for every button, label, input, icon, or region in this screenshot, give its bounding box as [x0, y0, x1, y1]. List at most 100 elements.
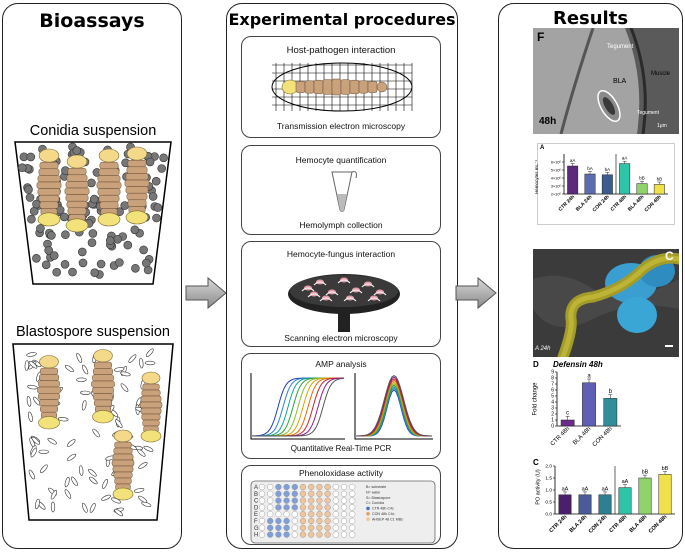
plate-well: [267, 504, 274, 511]
plate-well: [308, 490, 315, 497]
plate-well: [267, 483, 274, 491]
blastospore: [28, 360, 38, 369]
blastospore: [81, 400, 87, 411]
plate-well: [308, 517, 315, 525]
plate-well: [324, 517, 331, 525]
blastospore: [57, 417, 69, 422]
bar: [653, 184, 665, 195]
conidium: [49, 251, 59, 260]
plate-well: [275, 517, 282, 525]
hypha: [325, 291, 339, 296]
hypha: [313, 281, 327, 286]
plate-well: [299, 497, 307, 504]
blastospore: [133, 488, 145, 493]
blastospore: [27, 384, 38, 390]
plate-well: [324, 511, 331, 518]
blastospore: [26, 352, 37, 357]
blastospore: [38, 449, 50, 454]
data-label: bA: [587, 166, 593, 171]
plate-well: [340, 497, 348, 504]
conidium: [72, 146, 82, 155]
step-label-top: Host-pathogen interaction: [286, 45, 396, 56]
conidium: [68, 267, 77, 277]
bioassays-title: Bioassays: [39, 10, 145, 32]
plate-well: [267, 490, 274, 497]
data-label: aA: [622, 156, 628, 161]
melt-curve: [356, 384, 432, 437]
plate-well: [283, 490, 290, 497]
y-tick-label: 9: [551, 370, 554, 376]
bar: [658, 474, 672, 515]
conidium: [106, 236, 115, 245]
blastospore: [47, 437, 57, 445]
plate-well: [283, 483, 290, 491]
bar: [582, 382, 596, 427]
plate-well: [291, 497, 298, 504]
melt-curve: [355, 375, 433, 437]
larva-tail: [376, 81, 388, 93]
conidium: [59, 212, 69, 222]
plate-well: [332, 497, 339, 504]
y-tick-label: 2×10⁶: [551, 193, 562, 197]
y-tick-label: 3×10⁶: [551, 185, 562, 189]
plate-well: [275, 504, 282, 511]
plate-well: [283, 524, 290, 531]
blastospore: [35, 498, 40, 510]
plate-well: [324, 504, 331, 511]
y-tick-label: 2.0: [545, 464, 552, 470]
plate-row-label: C: [254, 499, 259, 505]
hypha: [349, 289, 363, 294]
plate-well: [332, 531, 339, 538]
data-label: aA: [622, 479, 629, 485]
y-tick-label: 4×10⁶: [551, 177, 562, 181]
plate-well: [258, 504, 266, 511]
plate-row-label: A: [254, 485, 258, 491]
blastospore: [128, 354, 137, 363]
blastospore: [138, 495, 148, 503]
plate-well: [316, 517, 323, 525]
plate-well: [258, 524, 266, 531]
hypha: [373, 291, 387, 296]
step-label-top: AMP analysis: [315, 359, 367, 369]
plate-well: [291, 524, 298, 531]
category-label: BLA 48h: [572, 426, 592, 446]
y-tick-label: 1.0: [545, 488, 552, 494]
bar: [618, 487, 632, 515]
conidium: [153, 203, 163, 212]
plate-legend-item: B= substrate: [366, 485, 386, 489]
conidium: [139, 245, 148, 255]
plate-well: [258, 483, 266, 491]
plate-well: [316, 497, 323, 504]
plate-well: [340, 504, 348, 511]
plate-well: [349, 531, 356, 538]
plate-legend-item: CON 48h C4c: [372, 512, 395, 516]
larva-segment: [340, 79, 351, 95]
plate-well: [316, 504, 323, 511]
plate-well: [316, 511, 323, 518]
plate-well: [291, 511, 298, 518]
larva-head: [281, 79, 299, 95]
larva-segment: [295, 81, 306, 93]
hypha: [307, 293, 321, 298]
plate-well: [340, 511, 348, 518]
larva-illustration: [96, 148, 122, 227]
data-label: aA: [570, 158, 576, 163]
conidia-beaker-illustration: [14, 141, 172, 285]
category-label: CTR 48h: [608, 514, 628, 534]
larva-segment: [313, 79, 324, 95]
defensin-panel-letter: D: [533, 360, 539, 369]
blastospore: [102, 478, 108, 489]
plate-row-label: E: [254, 512, 258, 518]
arrow-right-icon: [185, 276, 227, 310]
plate-well: [291, 531, 298, 538]
plate-well: [275, 511, 282, 518]
bar: [578, 494, 592, 515]
plate-well: [332, 504, 339, 511]
bar: [619, 163, 631, 195]
step-hemocyte-quantification: Hemocyte quantification Hemolymph collec…: [241, 145, 441, 235]
hypha: [337, 279, 351, 284]
